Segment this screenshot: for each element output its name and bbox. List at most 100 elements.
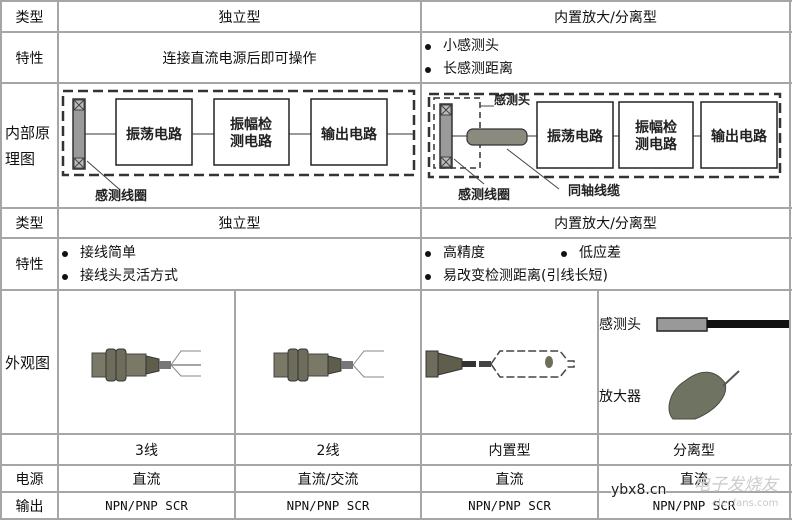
amplifier-icon xyxy=(668,370,740,420)
output-circuit-box xyxy=(700,101,778,169)
principle-label-line2: 理图 xyxy=(5,149,36,168)
standalone-feature: 连接直流电源后即可操作 xyxy=(162,50,317,67)
sensor-head-icon xyxy=(466,128,528,146)
separate-sensor-image xyxy=(656,317,789,420)
bullet-icon xyxy=(425,273,431,280)
watermark-faint: 电子发烧友 xyxy=(693,475,778,495)
output-circuit-box xyxy=(310,98,388,166)
table-border xyxy=(789,0,791,520)
list-item: 长感测距离 xyxy=(425,58,513,81)
separate-head-label: 感测头 xyxy=(599,317,641,333)
feature-label: 特性 xyxy=(15,50,44,67)
type-label: 类型 xyxy=(15,216,44,232)
feature-label: 特性 xyxy=(15,257,44,273)
output-circuit-label: 输出电路 xyxy=(711,128,768,145)
power-value: 直流 xyxy=(680,471,708,488)
output-value: NPN/PNP SCR xyxy=(468,498,551,513)
list-item: 易改变检测距离(引线长短) xyxy=(425,265,785,288)
oscillator-label: 振荡电路 xyxy=(126,126,183,143)
bullet-icon xyxy=(561,250,567,257)
output-value: NPN/PNP SCR xyxy=(652,498,736,513)
feature-text: 长感测距离 xyxy=(443,61,513,77)
coil-pointer xyxy=(453,158,485,185)
builtin-feature-list: 高精度 低应差 易改变检测距离(引线长短) xyxy=(425,242,785,288)
list-item: 接线简单 xyxy=(62,242,178,265)
bullet-icon xyxy=(62,250,68,257)
feature-text: 高精度 xyxy=(443,245,485,261)
oscillator-box xyxy=(115,98,193,166)
table-border xyxy=(0,31,792,33)
bullet-icon xyxy=(425,43,431,50)
feature-text: 低应差 xyxy=(579,245,621,261)
col-builtin-header: 内置放大/分离型 xyxy=(554,216,657,232)
sensor-boundary xyxy=(427,92,782,179)
feature-text: 接线简单 xyxy=(80,245,136,261)
subtype-separate: 分离型 xyxy=(673,442,715,459)
table-border xyxy=(0,433,792,435)
head-label: 感测头 xyxy=(494,92,530,107)
feature-text: 小感测头 xyxy=(443,38,499,54)
coil-icon xyxy=(72,98,86,170)
principle-label-line1: 内部原 xyxy=(5,123,51,142)
table-border xyxy=(0,237,792,239)
list-item: 小感测头 xyxy=(425,35,513,58)
col-standalone-header: 独立型 xyxy=(218,216,261,232)
builtin-sensor-image xyxy=(425,350,575,378)
output-label: 输出 xyxy=(15,498,44,515)
power-value: 直流 xyxy=(495,471,524,488)
table-border xyxy=(420,0,422,520)
type-label: 类型 xyxy=(15,9,44,26)
table-border xyxy=(234,289,236,520)
coil-label: 感测线圈 xyxy=(95,188,147,204)
coil-pointer xyxy=(86,160,120,190)
amplitude-detect-box xyxy=(213,98,290,166)
table-border xyxy=(0,82,792,84)
watermark-site: ybx8.cn xyxy=(611,482,667,498)
output-value: NPN/PNP SCR xyxy=(105,498,188,513)
builtin-feature-list: 小感测头 长感测距离 xyxy=(425,35,513,81)
builtin-principle-diagram: 感测头 振荡电路 振幅检 测电路 输出电路 感测线圈 同轴线缆 xyxy=(427,92,782,203)
table-border xyxy=(597,289,599,520)
power-label: 电源 xyxy=(15,471,44,488)
bullet-icon xyxy=(425,66,431,73)
amplitude-detect-label-1: 振幅检 xyxy=(635,119,677,136)
list-item: 接线头灵活方式 xyxy=(62,265,178,288)
oscillator-box xyxy=(536,101,614,169)
oscillator-label: 振荡电路 xyxy=(547,128,604,145)
col-builtin-header: 内置放大/分离型 xyxy=(554,9,657,26)
table-border xyxy=(57,0,59,520)
sensor-head-icon xyxy=(656,317,708,332)
output-value: NPN/PNP SCR xyxy=(286,498,370,513)
coil-icon xyxy=(439,103,453,169)
subtype-2wire: 2线 xyxy=(316,442,340,459)
subtype-3wire: 3线 xyxy=(135,442,158,459)
three-wire-sensor-image xyxy=(91,348,201,382)
list-item: 高精度 低应差 xyxy=(425,242,785,265)
table-border xyxy=(0,207,792,209)
amplitude-detect-label-2: 测电路 xyxy=(230,133,273,150)
bullet-icon xyxy=(62,273,68,280)
separate-amp-label: 放大器 xyxy=(599,389,641,405)
subtype-builtin: 内置型 xyxy=(488,442,531,459)
amplitude-detect-box xyxy=(618,101,694,169)
col-standalone-header: 独立型 xyxy=(218,9,261,26)
table-border xyxy=(0,0,792,2)
coil-label: 感测线圈 xyxy=(458,187,510,203)
table-border xyxy=(0,518,792,520)
output-circuit-label: 输出电路 xyxy=(321,126,378,143)
table-border xyxy=(0,464,792,466)
feature-text: 接线头灵活方式 xyxy=(80,268,178,284)
sensor-boundary xyxy=(61,89,416,177)
table-border xyxy=(0,289,792,291)
bullet-icon xyxy=(425,250,431,257)
feature-text: 易改变检测距离(引线长短) xyxy=(443,268,608,284)
cable-label: 同轴线缆 xyxy=(568,183,620,199)
watermark-faint-url: elecfans.com xyxy=(712,498,779,509)
appearance-label: 外观图 xyxy=(5,353,51,372)
amplitude-detect-label-1: 振幅检 xyxy=(230,116,272,133)
standalone-principle-diagram: 振荡电路 振幅检 测电路 输出电路 感测线圈 xyxy=(61,89,416,204)
two-wire-sensor-image xyxy=(273,348,384,382)
standalone-feature-list: 接线简单 接线头灵活方式 xyxy=(62,242,178,288)
principle-label: 内部原 理图 xyxy=(2,84,57,207)
